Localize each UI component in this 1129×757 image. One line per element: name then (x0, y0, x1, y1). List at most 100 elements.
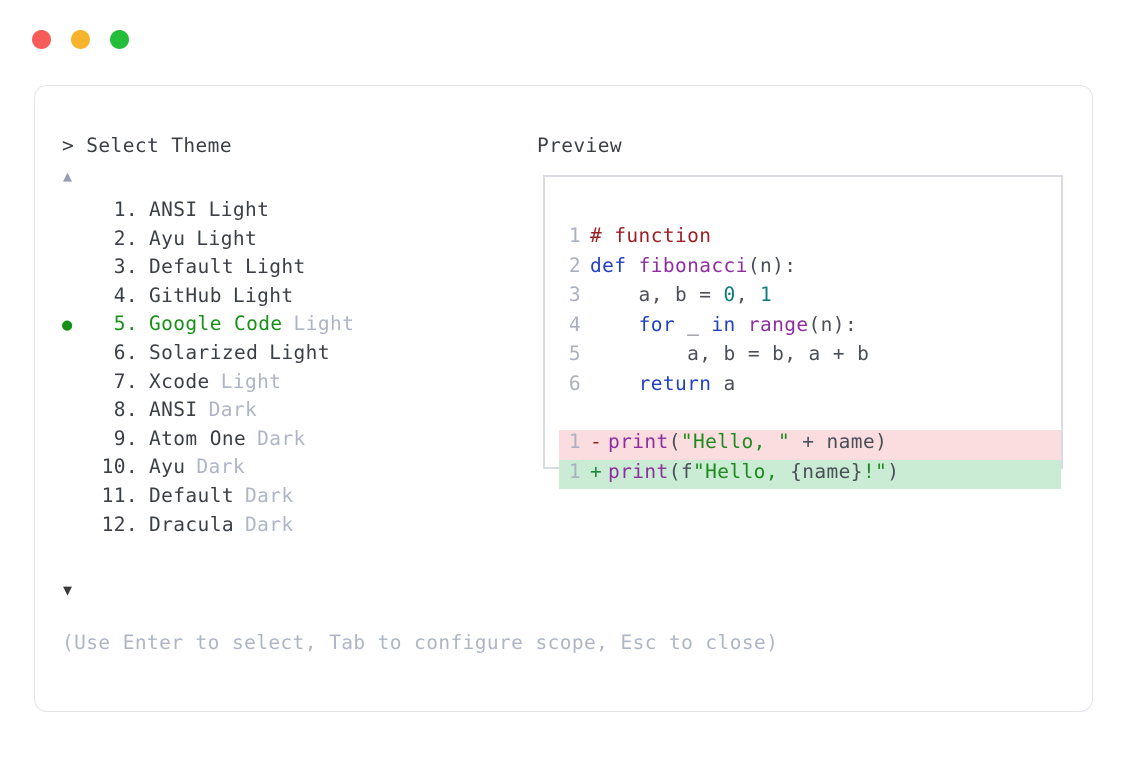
code-token-number: 1 (759, 283, 773, 306)
keyboard-hint: (Use Enter to select, Tab to configure s… (62, 631, 779, 654)
code-line: 2 def fibonacci(n): (559, 254, 1061, 284)
theme-list-item[interactable]: 4. GitHub Light (62, 284, 512, 313)
maximize-button[interactable] (110, 30, 129, 49)
theme-item-name: Atom One (149, 426, 247, 450)
code-token-plain: (f (668, 459, 693, 483)
theme-item-variant: Dark (208, 398, 258, 422)
code-token-plain (736, 313, 748, 336)
line-number: 4 (568, 312, 581, 336)
line-number: 2 (568, 253, 581, 277)
theme-item-number: 12. (101, 512, 138, 536)
theme-item-name: ANSI (149, 198, 198, 221)
theme-item-number: 4. (113, 283, 138, 307)
code-token-plain: a, b = (590, 283, 724, 306)
code-token-plain: (n): (808, 312, 858, 336)
diff-block: 1-print("Hello, " + name)1+print(f"Hello… (559, 430, 1061, 489)
theme-item-number: 10. (101, 455, 138, 479)
code-token-plain: _ (674, 312, 712, 336)
code-token-number: 0 (723, 283, 736, 306)
diff-line-del: 1-print("Hello, " + name) (559, 430, 1061, 460)
theme-list-item[interactable]: 8. ANSI Dark (62, 398, 512, 427)
code-line: 5 a, b = b, a + b (559, 342, 1061, 372)
scroll-down-icon[interactable]: ▼ (63, 581, 73, 599)
theme-item-variant: Light (232, 283, 294, 307)
code-line: 3 a, b = 0, 1 (559, 283, 1061, 313)
selected-bullet-icon: ● (62, 315, 73, 336)
code-token-plain: + name) (790, 430, 888, 453)
code-line: 6 return a (559, 372, 1061, 402)
code-token-func: print (608, 459, 669, 483)
theme-item-variant: Light (293, 312, 355, 336)
code-token-func: fibonacci (638, 253, 748, 277)
line-number: 5 (568, 342, 581, 365)
scroll-up-icon[interactable]: ▲ (63, 167, 73, 185)
code-token-keyword: return (638, 371, 712, 395)
code-token-func: print (608, 430, 669, 453)
theme-item-name: Xcode (149, 369, 210, 393)
code-token-plain: a, b = b, a + b (590, 342, 870, 365)
code-token-plain (590, 313, 639, 336)
theme-item-number: 9. (113, 426, 138, 450)
code-token-plain (590, 372, 639, 395)
theme-item-number: 3. (113, 255, 138, 279)
code-token-plain: {name} (790, 459, 863, 483)
theme-item-number: 6. (113, 340, 138, 364)
theme-list-item[interactable]: 6. Solarized Light (62, 341, 512, 370)
code-token-keyword: in (711, 312, 736, 336)
theme-item-number: 11. (101, 483, 138, 507)
code-token-plain: (n): (747, 253, 797, 277)
window-traffic-lights (32, 30, 129, 49)
code-token-keyword: def (590, 253, 639, 277)
close-button[interactable] (32, 30, 51, 49)
theme-item-variant: Dark (196, 455, 245, 479)
theme-list-item[interactable]: 7. Xcode Light (62, 370, 512, 399)
theme-item-name: Default (149, 255, 234, 279)
diff-sign: - (590, 430, 603, 453)
preview-label: Preview (537, 134, 622, 157)
line-number: 1 (568, 430, 581, 453)
diff-sign: + (590, 459, 603, 483)
theme-item-variant: Light (220, 369, 282, 393)
theme-list-item[interactable]: 9. Atom One Dark (62, 427, 512, 456)
line-number: 1 (568, 224, 581, 247)
theme-item-variant: Dark (244, 512, 294, 536)
theme-item-variant: Light (269, 340, 330, 364)
theme-item-name: Solarized (149, 340, 259, 364)
line-number: 6 (568, 371, 581, 395)
code-line: 4 for _ in range(n): (559, 313, 1061, 343)
line-number: 1 (568, 459, 581, 483)
theme-item-variant: Dark (244, 483, 294, 507)
code-token-plain: a (711, 371, 736, 395)
code-token-keyword: for (638, 312, 675, 336)
theme-item-variant: Dark (257, 426, 306, 450)
theme-item-name: Ayu (149, 455, 186, 479)
theme-item-name: Ayu (149, 226, 186, 250)
code-token-plain: , (735, 283, 760, 306)
theme-item-name: GitHub (149, 283, 222, 307)
theme-item-name: ANSI (149, 398, 198, 422)
theme-item-number: 7. (113, 369, 138, 393)
theme-item-variant: Light (196, 226, 258, 250)
minimize-button[interactable] (71, 30, 90, 49)
code-token-comment: # function (590, 224, 712, 247)
theme-item-number: 5. (113, 312, 138, 336)
theme-item-name: Dracula (149, 512, 234, 536)
theme-item-number: 8. (113, 398, 138, 422)
page-title: > Select Theme (62, 134, 232, 157)
code-token-string: !" (862, 459, 888, 483)
line-number: 3 (568, 283, 581, 306)
theme-item-number: 1. (113, 198, 138, 221)
code-token-plain: ( (668, 430, 681, 453)
theme-list-item[interactable]: 10. Ayu Dark (62, 455, 512, 484)
code-line: 1 # function (559, 224, 1061, 254)
theme-list-item[interactable]: 12. Dracula Dark (62, 513, 512, 542)
